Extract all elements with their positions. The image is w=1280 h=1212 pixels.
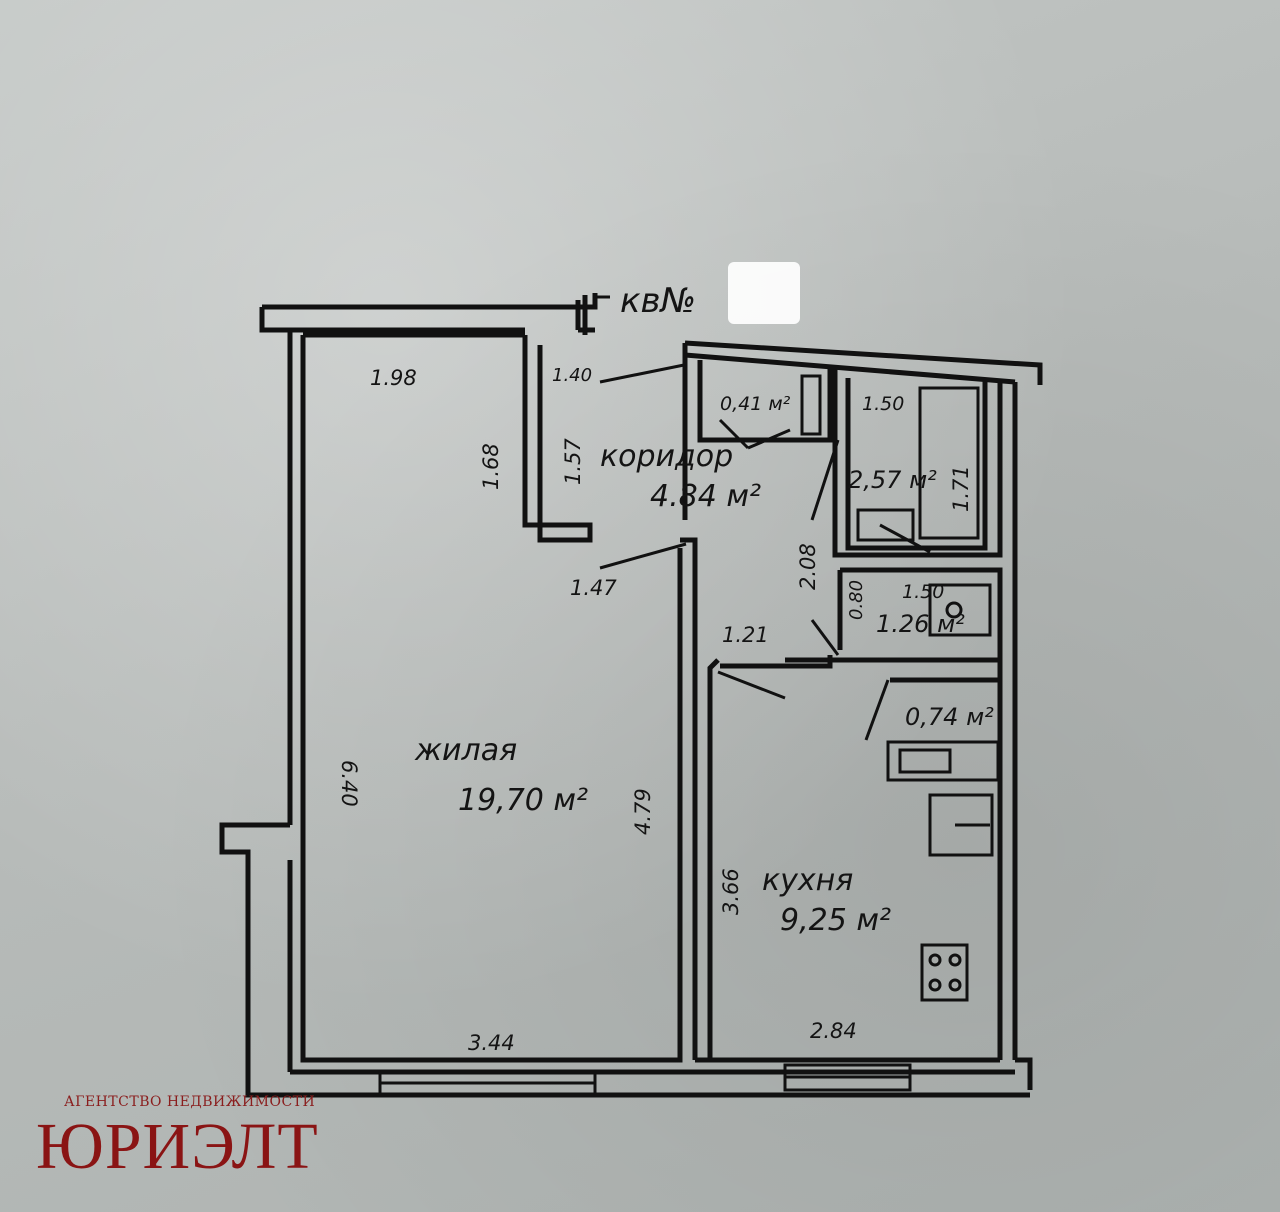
corridor-name: коридор <box>600 439 733 474</box>
dim-wc-top: 1.50 <box>902 581 944 603</box>
dim-kitchen-left: 3.66 <box>719 868 743 915</box>
agency-caption: АГЕНТСТВО НЕДВИЖИМОСТИ <box>64 1094 316 1110</box>
storage-area: 0,41 м² <box>720 393 791 415</box>
dim-niche-h1: 1.68 <box>479 443 503 490</box>
outer-walls <box>219 293 1043 1098</box>
kitchen-area: 9,25 м² <box>780 903 891 938</box>
living-room-area: 19,70 м² <box>458 783 588 818</box>
dim-corridor-top: 1.40 <box>552 365 592 386</box>
dim-wc-left: 0.80 <box>846 580 867 620</box>
dim-living-right: 4.79 <box>631 788 655 835</box>
wc-area: 1.26 м² <box>876 610 965 638</box>
dim-corridor-right: 2.08 <box>796 543 820 590</box>
dim-corridor-door: 1.47 <box>570 576 617 600</box>
dim-kitchen-top: 1.21 <box>722 623 769 647</box>
kitchen-name: кухня <box>762 863 853 898</box>
dim-living-bottom: 3.44 <box>468 1031 515 1055</box>
dim-bath-right: 1.71 <box>949 465 973 512</box>
apartment-label: кв№ <box>620 281 696 321</box>
agency-logo: ЮРИЭЛТ <box>36 1110 319 1183</box>
dim-bath-top: 1.50 <box>862 393 904 415</box>
dim-living-top: 1.98 <box>370 366 417 390</box>
corridor-area: 4.84 м² <box>650 479 761 514</box>
interior-walls <box>300 295 1003 1063</box>
leader-lines <box>599 363 890 741</box>
niche-area: 0,74 м² <box>905 703 994 731</box>
bathroom-area: 2,57 м² <box>848 466 937 494</box>
dimension-labels: 1.98 6.40 3.44 4.79 1.68 1.57 1.40 1.47 … <box>337 365 973 1055</box>
living-room-name: жилая <box>414 733 517 768</box>
dim-niche-h2: 1.57 <box>561 438 585 485</box>
redacted-number <box>728 262 800 324</box>
dim-living-left: 6.40 <box>337 760 361 807</box>
dim-kitchen-bottom: 2.84 <box>810 1019 857 1043</box>
